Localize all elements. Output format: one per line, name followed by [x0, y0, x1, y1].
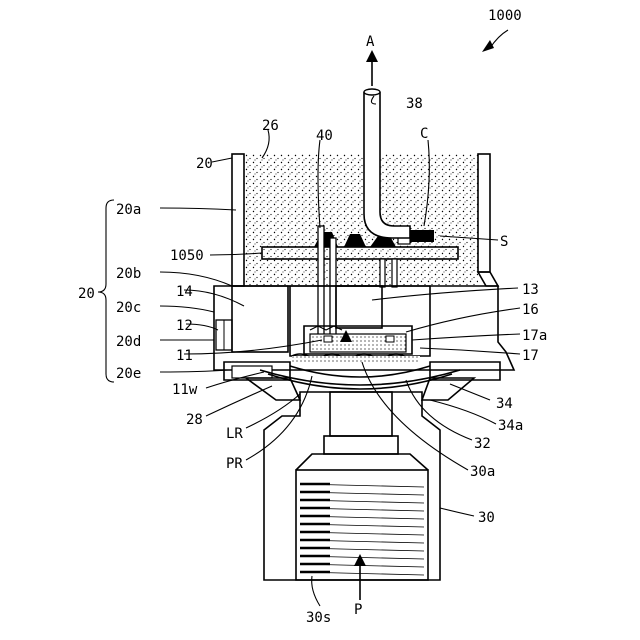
label-28: 28	[186, 412, 203, 428]
label-c: C	[420, 126, 428, 142]
label-40: 40	[316, 128, 333, 144]
label-20-top: 20	[196, 156, 213, 172]
pressure-port-30	[264, 392, 440, 580]
label-11: 11	[176, 348, 193, 364]
label-13: 13	[522, 282, 539, 298]
label-20b: 20b	[116, 266, 141, 282]
label-1000: 1000	[488, 8, 522, 24]
label-12: 12	[176, 318, 193, 334]
potting-26	[244, 154, 478, 286]
label-1050: 1050	[170, 248, 204, 264]
label-pr: PR	[226, 456, 243, 472]
arrow-p	[354, 554, 366, 600]
label-38: 38	[406, 96, 423, 112]
sensor-chamber	[292, 326, 420, 364]
label-20c: 20c	[116, 300, 141, 316]
label-20d: 20d	[116, 334, 141, 350]
arrow-a	[366, 50, 378, 86]
bracket-20	[98, 200, 114, 382]
label-14: 14	[176, 284, 193, 300]
label-17: 17	[522, 348, 539, 364]
label-20: 20	[78, 286, 95, 302]
label-s: S	[500, 234, 508, 250]
label-34a: 34a	[498, 418, 523, 434]
diaphragm-34	[246, 366, 474, 400]
label-30a: 30a	[470, 464, 495, 480]
label-20e: 20e	[116, 366, 141, 382]
label-a: A	[366, 34, 375, 50]
label-p: P	[354, 602, 362, 618]
label-30: 30	[478, 510, 495, 526]
label-16: 16	[522, 302, 539, 318]
label-32: 32	[474, 436, 491, 452]
figure-arrow-1000	[482, 30, 508, 52]
label-26: 26	[262, 118, 279, 134]
label-11w: 11w	[172, 382, 198, 398]
label-lr: LR	[226, 426, 243, 442]
label-17a: 17a	[522, 328, 547, 344]
label-30s: 30s	[306, 610, 331, 626]
label-20a: 20a	[116, 202, 141, 218]
reference-labels: 1000 A 20 26 40 38 C S 20a 1050 20b 20 1…	[78, 8, 547, 626]
label-34: 34	[496, 396, 513, 412]
